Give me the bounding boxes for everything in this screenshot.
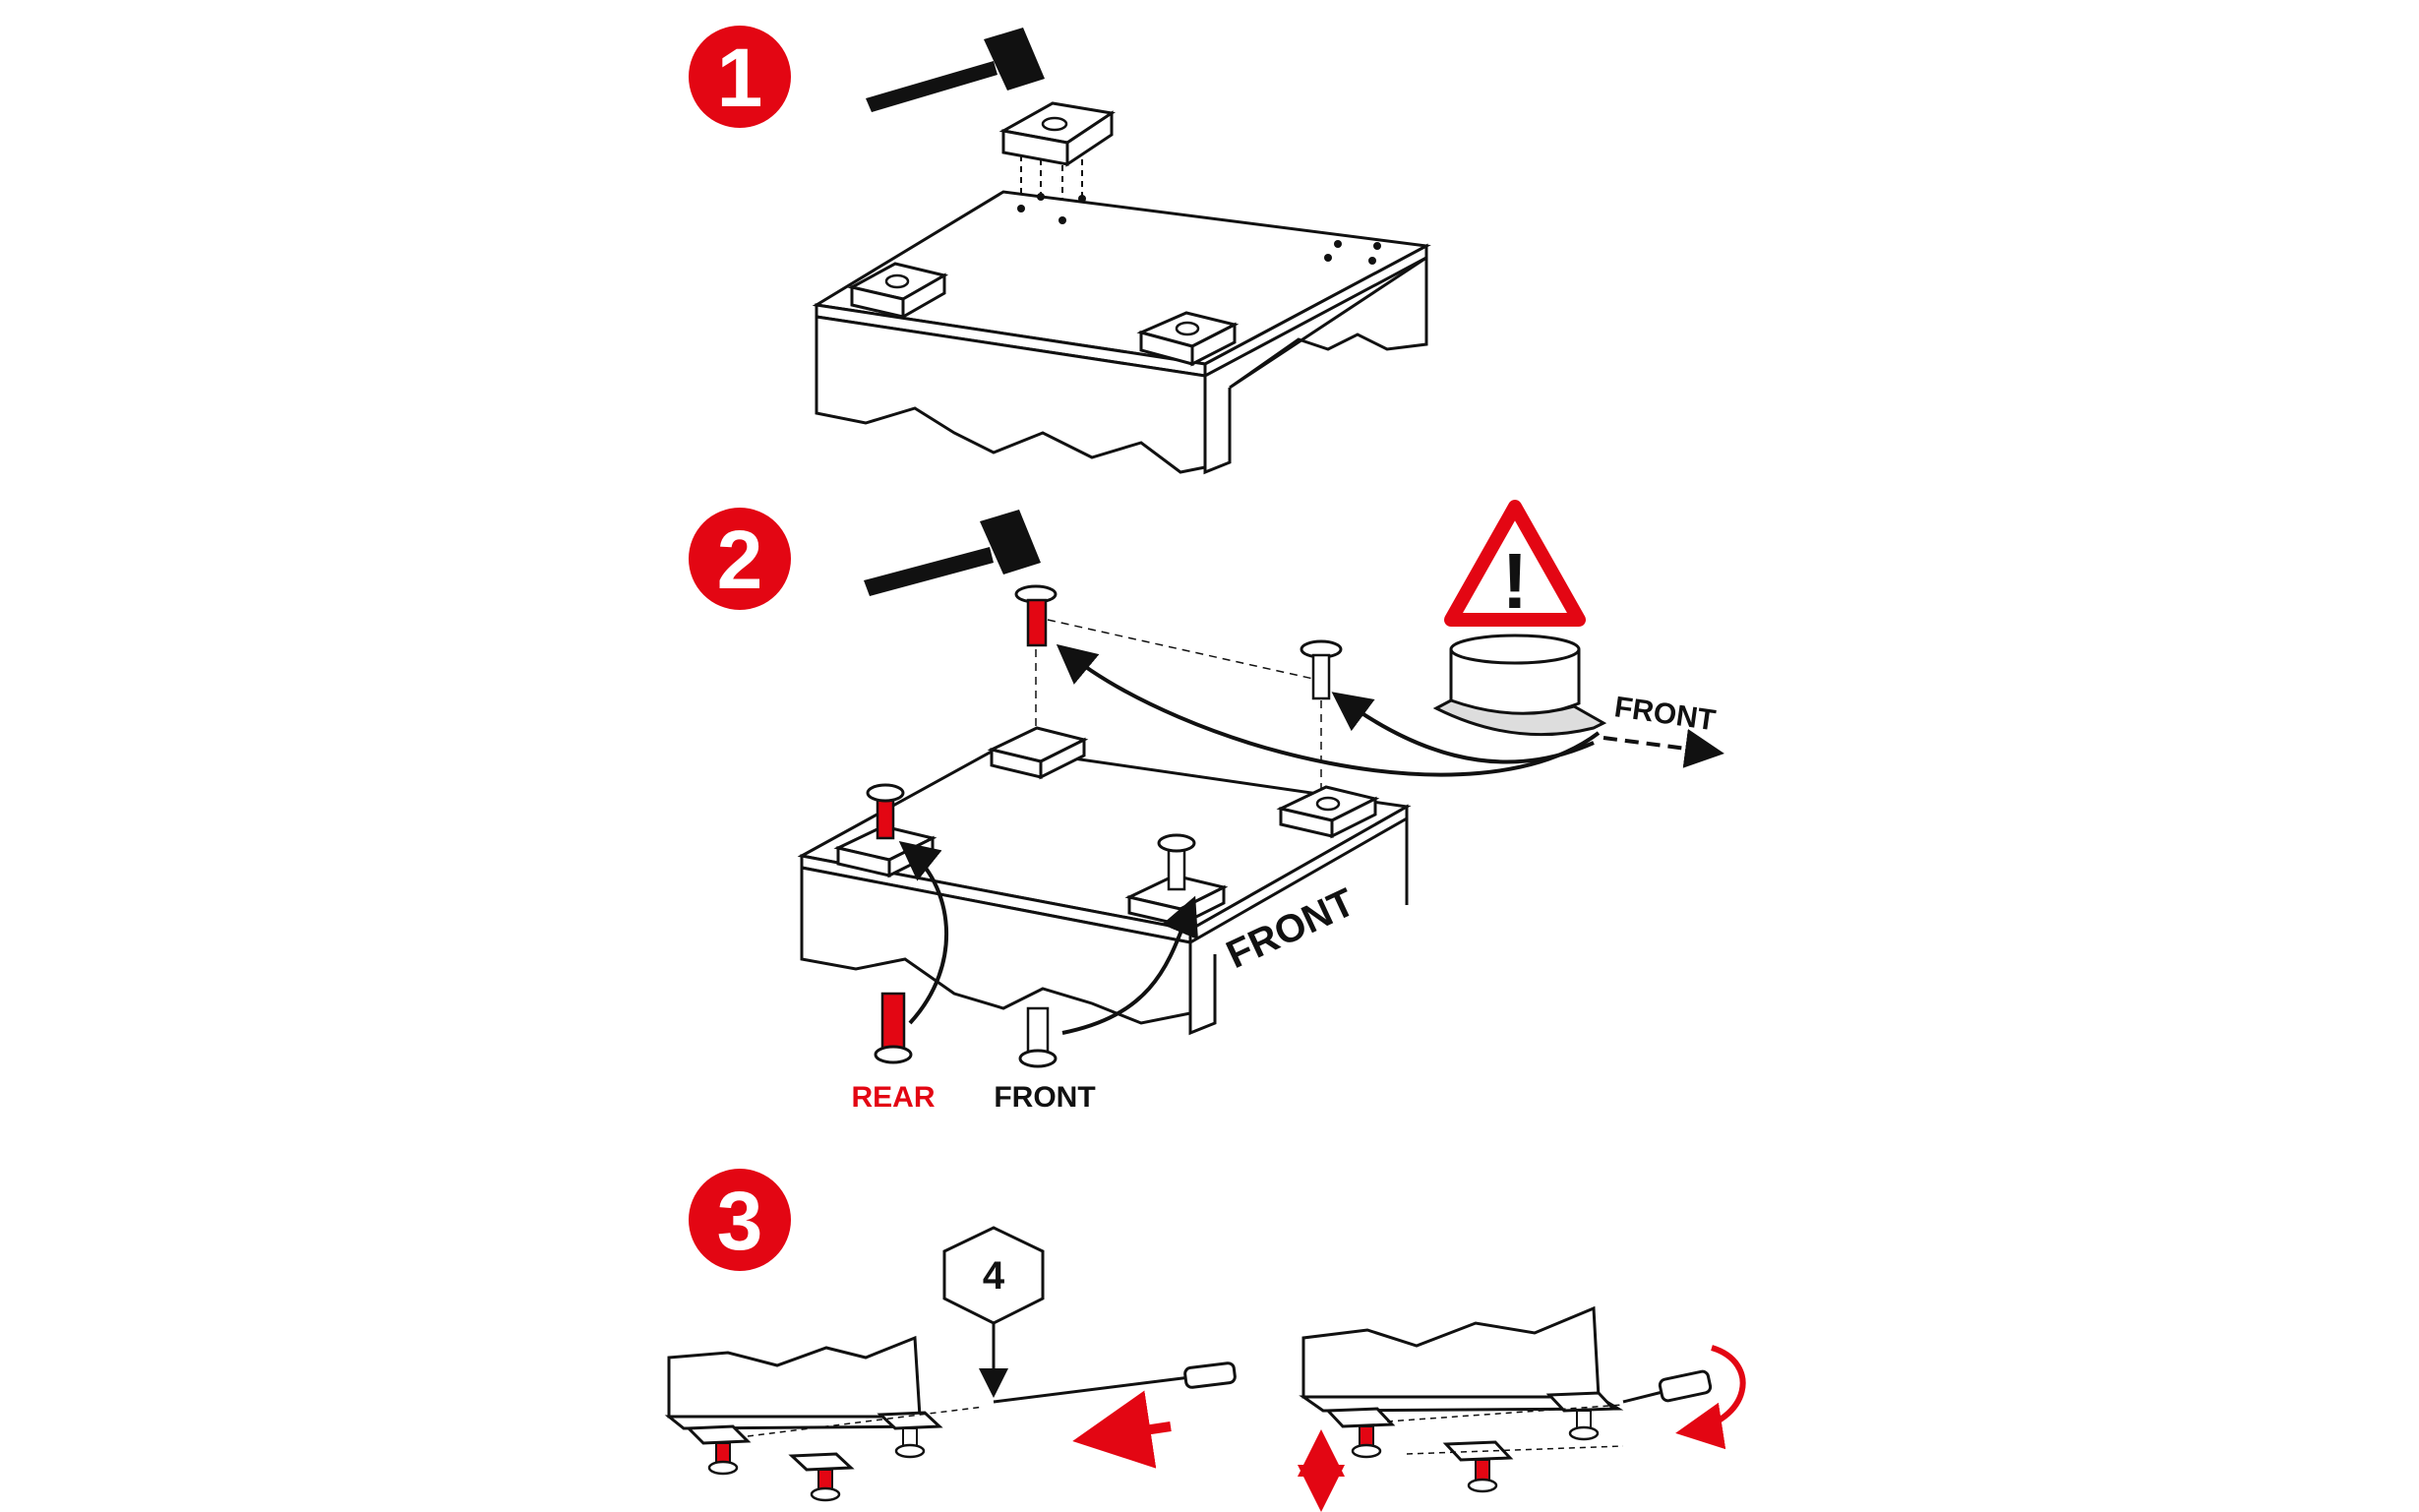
step-2-badge: 2 [689, 508, 791, 610]
step-1: 1 [689, 26, 1431, 475]
step-3-number: 3 [717, 1175, 763, 1267]
screwdriver-icon [993, 1361, 1237, 1404]
screwdriver-icon [1622, 1369, 1713, 1404]
front-direction-arrow [1603, 729, 1724, 768]
adjustable-foot [788, 1452, 855, 1502]
hex-key-size: 4 [983, 1254, 1005, 1298]
warning-triangle-icon: ! [1444, 500, 1586, 627]
hex-key-icon: 4 [942, 1226, 1045, 1398]
move-arrow [1331, 692, 1595, 764]
rear-pin-lower [874, 992, 913, 1064]
rear-pin-upper [1014, 584, 1058, 647]
step-3: 3 4 [664, 1169, 1746, 1512]
step-1-number: 1 [717, 31, 763, 124]
mallet-icon [866, 28, 1045, 112]
front-pin-upper [1300, 639, 1343, 700]
step-3-badge: 3 [689, 1169, 791, 1271]
adjustable-foot [877, 1411, 943, 1459]
front-pin-label: FRONT [994, 1081, 1095, 1114]
cabinet-base-step-1 [812, 190, 1431, 475]
cabinet-detail-left [664, 1335, 985, 1502]
insert-arrow [1061, 895, 1198, 1035]
insert-arrow [898, 840, 948, 1025]
rotate-arrow-icon [1675, 1345, 1746, 1450]
arrow-icon [1072, 1390, 1172, 1469]
adjustable-foot [1442, 1440, 1514, 1493]
cabinet-base-step-2: FRONT [797, 726, 1412, 1036]
mounted-pad [847, 262, 949, 320]
mounted-pad [987, 726, 1089, 780]
cabinet-detail-right [1299, 1305, 1624, 1493]
front-arrow-label: FRONT [1612, 691, 1718, 737]
mounted-pad [1136, 311, 1240, 367]
step-2-number: 2 [717, 514, 763, 606]
step-1-badge: 1 [689, 26, 791, 128]
adjustable-foot [1324, 1407, 1396, 1459]
mounted-pad [1276, 785, 1380, 839]
adjustable-foot [1545, 1391, 1617, 1441]
step-2: 2 ! FRONT [689, 500, 1724, 1114]
adjustable-foot [685, 1424, 752, 1476]
leg-front-detail: FRONT [1432, 634, 1724, 768]
rear-pin-label: REAR [851, 1081, 935, 1114]
front-pin-lower [1018, 1006, 1058, 1068]
warning-exclamation: ! [1502, 537, 1529, 625]
mallet-icon [864, 510, 1041, 596]
move-arrow [1056, 643, 1601, 777]
